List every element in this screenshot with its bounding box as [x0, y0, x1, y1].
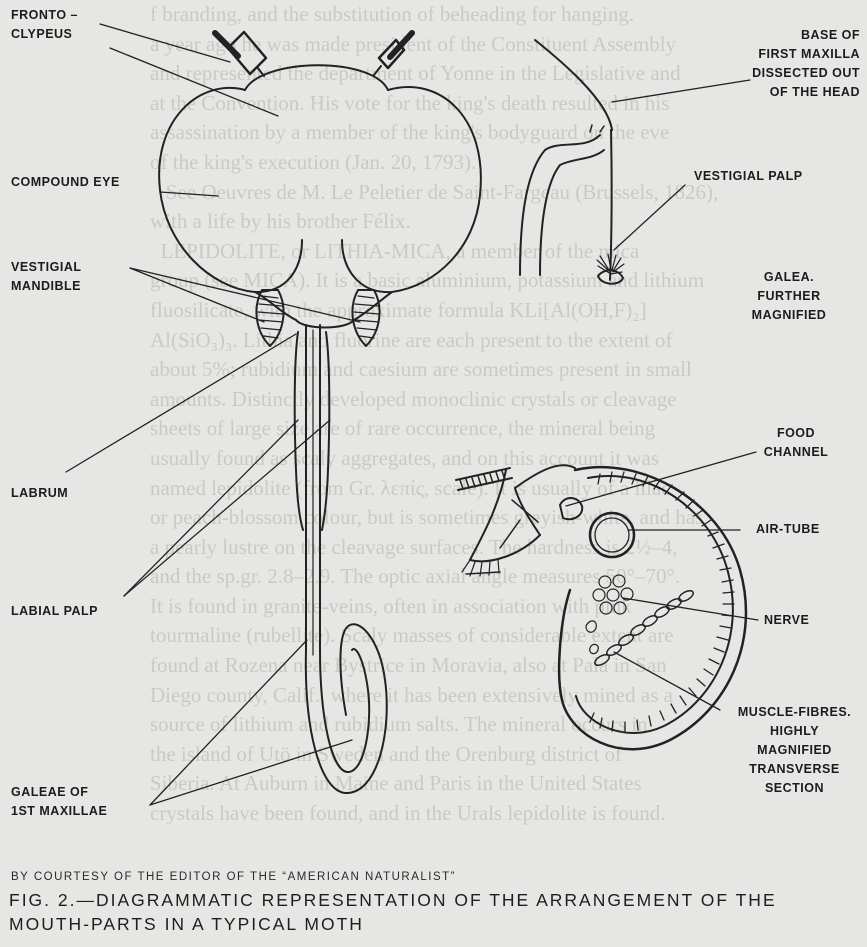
fronto-clypeus: [244, 64, 389, 91]
label-air-tube: Air-tube: [756, 522, 820, 536]
label-galeae-of-1st-maxillae: Galeae of 1st Maxillae: [11, 785, 108, 818]
label-galea-further-magnified: Galea. Further magnified: [751, 270, 827, 322]
air-tube: [588, 511, 636, 559]
leader-lines: [65, 23, 759, 806]
compound-eye-left: [158, 87, 303, 294]
vestigial-mandible-right: [351, 289, 381, 347]
label-vestigial-mandible: Vestigial Mandible: [11, 260, 82, 293]
transverse-section: [455, 464, 748, 751]
nerve-dots: [592, 574, 634, 615]
figure-caption: Fig. 2.—Diagrammatic representation of t…: [9, 890, 777, 934]
first-maxilla: [519, 39, 625, 285]
proboscis-inner: [319, 324, 371, 774]
label-muscle-fibres-section: Muscle-fibres. Highly magnified Transver…: [737, 705, 852, 795]
proboscis-outer: [304, 324, 388, 795]
antenna-right: [373, 30, 415, 76]
muscle-fibres: [594, 589, 694, 667]
label-nerve: Nerve: [764, 613, 810, 627]
label-labrum: Labrum: [11, 486, 69, 500]
label-fronto-clypeus: Fronto – Clypeus: [11, 8, 78, 41]
label-base-of-first-maxilla: Base of First Maxilla dissected out of t…: [752, 28, 860, 99]
labial-palp-left: [293, 331, 304, 531]
compound-eye-right: [341, 86, 482, 294]
label-vestigial-palp: Vestigial Palp: [694, 169, 803, 183]
labrum-shape: [295, 319, 355, 329]
moth-head: [158, 30, 482, 795]
label-labial-palp: Labial Palp: [11, 604, 98, 618]
labial-palp-right: [321, 331, 331, 531]
figure-credit: by courtesy of the editor of the “americ…: [11, 871, 457, 883]
label-compound-eye: Compound Eye: [11, 175, 120, 189]
vestigial-mandible-left: [255, 289, 285, 347]
label-food-channel: Food Channel: [763, 426, 829, 459]
antenna-left: [212, 30, 268, 77]
